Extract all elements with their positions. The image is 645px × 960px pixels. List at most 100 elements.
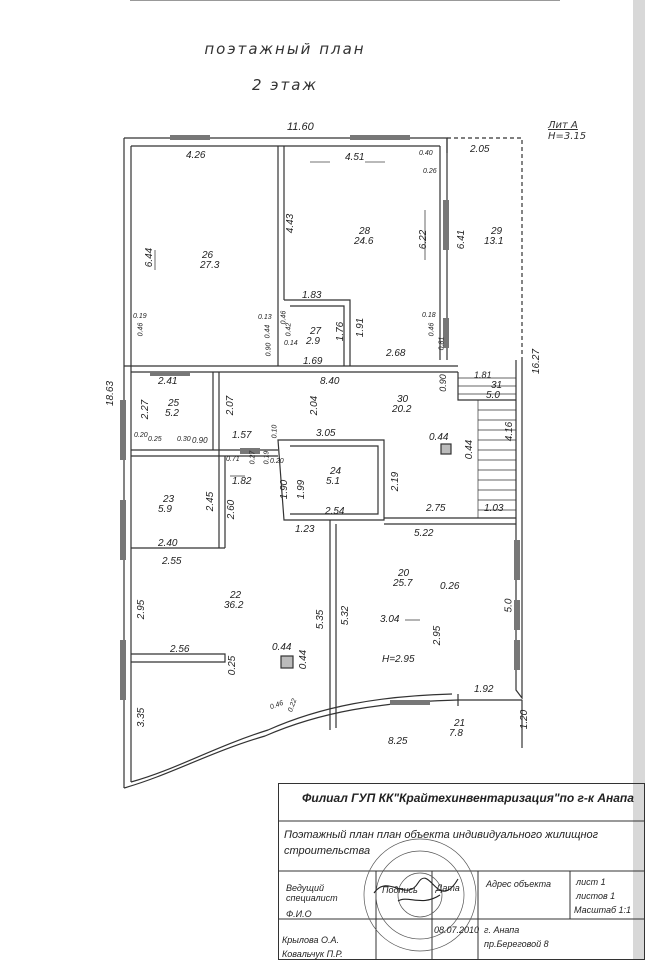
dim-label: Н=2.95 <box>382 654 415 665</box>
dim-label: 2.07 <box>225 395 237 416</box>
dim-label: 0.14 <box>284 340 298 347</box>
date-label: Дата <box>436 883 460 893</box>
dim-label: 0.81 <box>438 336 446 351</box>
dim-label: 16.27 <box>531 348 543 375</box>
dim-label: 0.71 <box>226 456 240 463</box>
wall-bottom-curve <box>123 699 459 789</box>
dim-label: 2.75 <box>426 503 446 514</box>
dim-label: 0.44 <box>264 324 272 339</box>
dim-label: 5.32 <box>340 605 352 626</box>
dim-label: 6.41 <box>456 229 468 250</box>
stairs-box <box>457 372 516 401</box>
dim-label: 1.91 <box>355 317 367 338</box>
dim-label: 0.25 <box>227 655 239 676</box>
dim-label: 0.13 <box>258 314 272 321</box>
room-30-number: 30 <box>397 394 409 405</box>
signature <box>373 877 459 902</box>
scale: Масштаб 1:1 <box>574 905 632 915</box>
balcony-29 <box>447 137 523 360</box>
dim-label: 18.63 <box>105 380 117 407</box>
title-block: Филиал ГУП КК"Крайтехинвентаризация"по г… <box>278 783 645 960</box>
plan-subtitle: 2 этаж <box>252 76 318 94</box>
dim-label: 2.95 <box>136 599 148 620</box>
room-24-walls <box>277 439 385 521</box>
dim-label: 0.26 <box>440 581 460 592</box>
dim-label: 2.05 <box>470 144 490 155</box>
dim-label: 1.03 <box>484 503 504 514</box>
dim-label: 0.20 <box>270 458 284 465</box>
room-31-area: 5.0 <box>486 390 500 401</box>
walls <box>123 137 523 789</box>
dim-label: 2.04 <box>309 395 321 416</box>
room-23-area: 5.9 <box>158 504 172 515</box>
dim-label: 0.90 <box>265 342 273 357</box>
room-25-area: 5.2 <box>165 408 179 419</box>
dim-label: 2.45 <box>205 491 217 512</box>
doc-title-line1: Поэтажный план план объекта индивидуальн… <box>284 829 599 841</box>
dim-label: 2.95 <box>432 625 444 646</box>
dim-label: 0.40 <box>419 150 433 157</box>
room-24-area: 5.1 <box>326 476 340 487</box>
dim-label: 0.19 <box>133 313 147 320</box>
dim-label: 1.81 <box>474 370 492 380</box>
address-line2: пр.Береговой 8 <box>484 939 549 949</box>
lead-specialist-label: Ведущий специалист <box>286 883 338 903</box>
dim-label: 0.44 <box>298 649 310 670</box>
dim-label: 1.57 <box>232 430 252 441</box>
dim-label: 2.68 <box>386 348 406 359</box>
scan-top-edge <box>130 0 560 1</box>
dim-label: 1.83 <box>302 290 322 301</box>
name-2: Ковальчук П.Р. <box>282 949 343 959</box>
dim-label: 0.18 <box>422 312 436 319</box>
room-25-number: 25 <box>168 398 180 409</box>
litera-label: Лит А <box>548 120 578 131</box>
room-20-number: 20 <box>398 568 410 579</box>
dim-label: 8.40 <box>320 376 340 387</box>
dim-label: 0.20 <box>134 432 148 439</box>
address-label: Адрес объекта <box>486 879 552 889</box>
room-24-number: 24 <box>330 466 342 477</box>
dim-label: 4.16 <box>504 421 516 442</box>
dim-label: 1.76 <box>335 321 347 342</box>
room-22-area: 36.2 <box>224 600 244 611</box>
dim-label: 4.26 <box>186 150 206 161</box>
dim-label: 0.30 <box>177 436 191 443</box>
room-31-number: 31 <box>491 380 503 391</box>
dim-label: 6.44 <box>144 247 156 268</box>
dim-label: 2.40 <box>158 538 178 549</box>
dim-label: 1.82 <box>232 476 252 487</box>
dim-label: 1.69 <box>303 356 323 367</box>
dim-label: 2.19 <box>390 471 402 492</box>
dim-label: 0.44 <box>429 432 449 443</box>
dim-label: 5.22 <box>414 528 434 539</box>
room-23-number: 23 <box>163 494 175 505</box>
plan-title: поэтажный план <box>204 40 366 58</box>
dim-label: 2.55 <box>162 556 182 567</box>
dim-label: 2.60 <box>226 499 238 520</box>
dim-label: 2.27 <box>140 399 152 420</box>
room-29-area: 13.1 <box>484 236 504 247</box>
room-20-area: 25.7 <box>393 578 413 589</box>
sheet-number: лист 1 <box>576 877 606 887</box>
dim-label: 3.04 <box>380 614 400 625</box>
wall-right <box>515 360 523 700</box>
dim-label: 1.23 <box>295 524 315 535</box>
dim-label: 0.26 <box>423 168 437 175</box>
name-1: Крылова О.А. <box>282 935 340 945</box>
dim-label: 0.44 <box>272 642 292 653</box>
room-27-number: 27 <box>310 326 322 337</box>
dim-label: 0.44 <box>464 439 476 460</box>
partition-22 <box>131 653 226 663</box>
column-22 <box>280 655 294 669</box>
dim-label: 0.46 <box>137 322 145 337</box>
dim-label: 5.35 <box>315 609 327 630</box>
room-26-number: 26 <box>202 250 214 261</box>
dim-label: 3.05 <box>316 428 336 439</box>
dim-label: 5.0 <box>503 598 515 613</box>
dim-label: 1.92 <box>474 684 494 695</box>
fio-label: Ф.И.О <box>286 909 312 919</box>
dim-label: 2.54 <box>325 506 345 517</box>
litera-height: Н=3.15 <box>548 131 587 142</box>
room-22-number: 22 <box>230 590 242 601</box>
dim-label: 8.25 <box>388 736 408 747</box>
